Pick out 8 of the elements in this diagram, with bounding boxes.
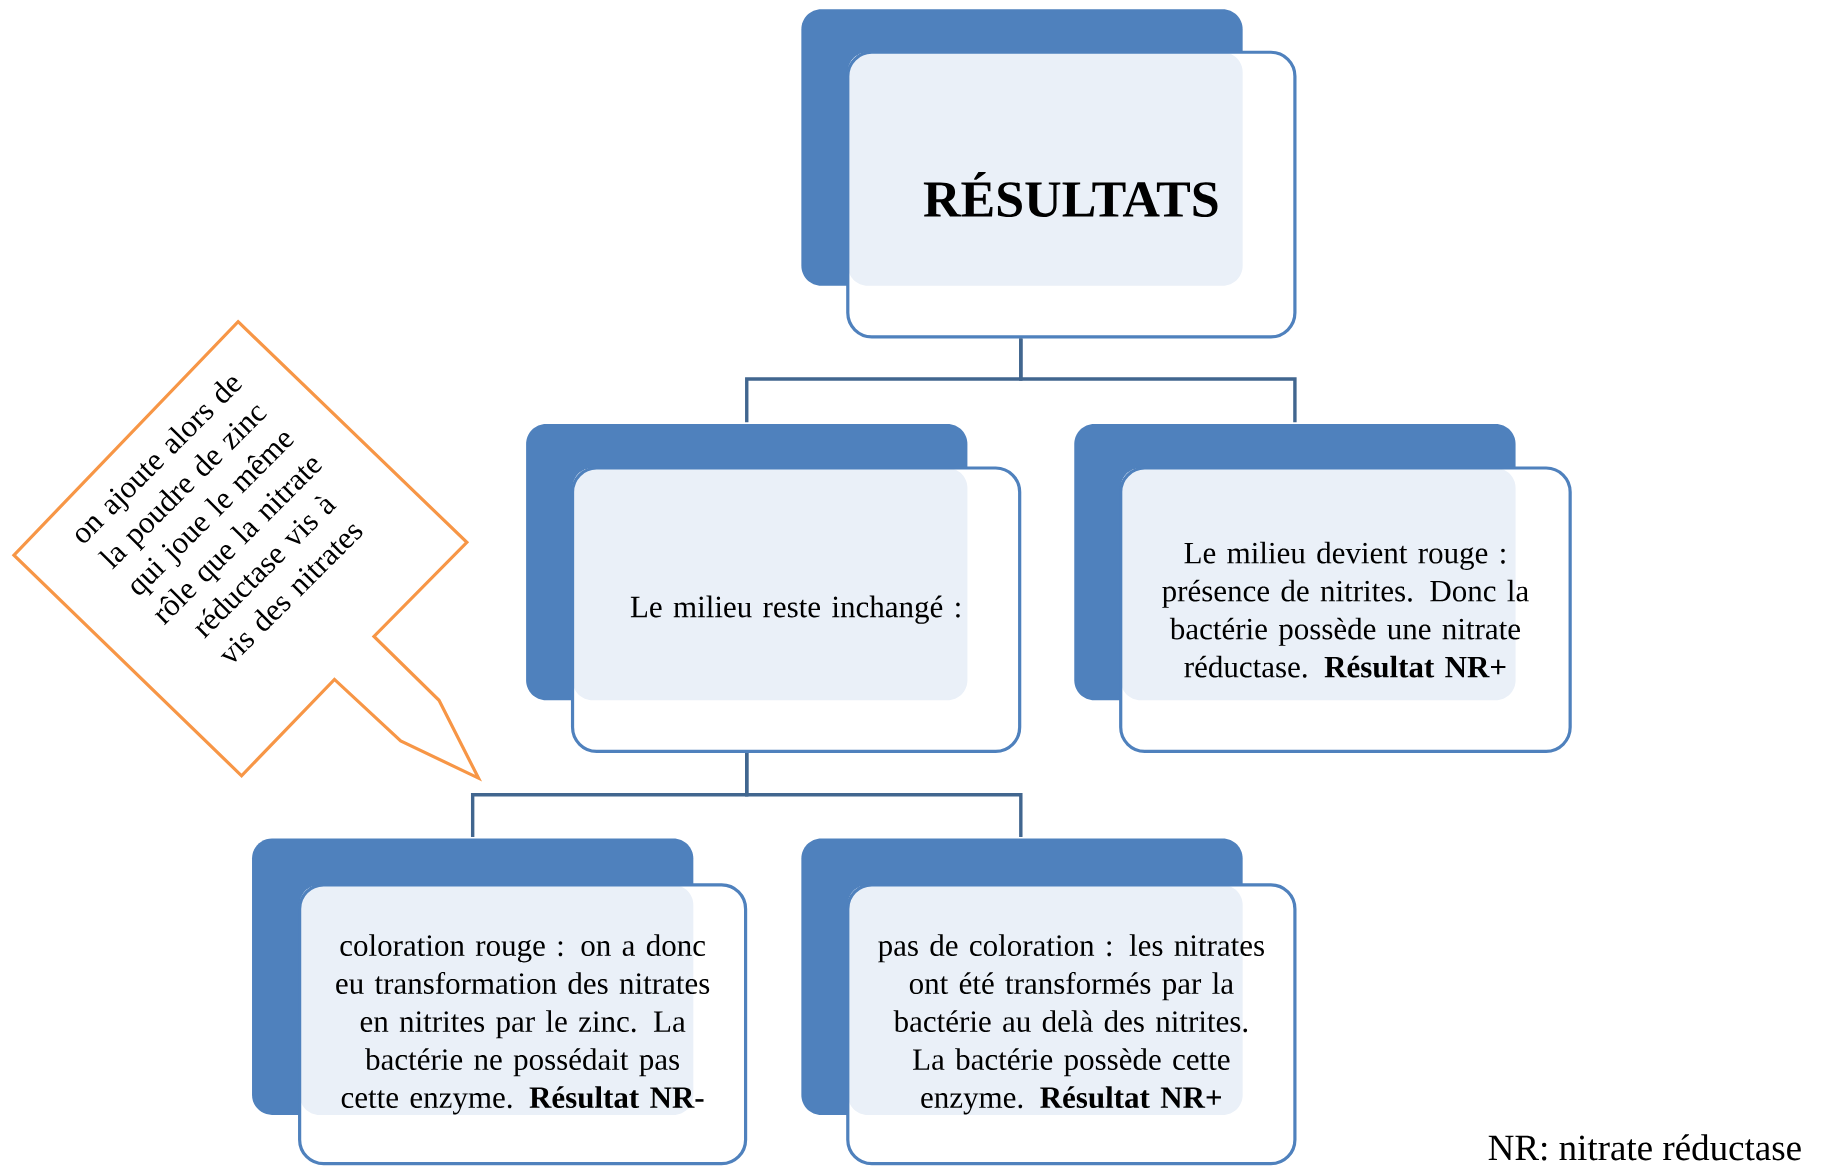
stacked-box: Le milieu devient rouge : présence de nitrites. Donc la bactérie possède une nitrate réductase. Résultat NR+ [1074,423,1572,753]
connector [745,753,1023,837]
stacked-box: coloration rouge : on a donc eu transformation des nitrates en nitrites par le zinc. La bactérie ne possédait pas cette enzyme. Résultat NR- [252,838,748,1166]
stacked-box: Le milieu reste inchangé : [526,423,1022,753]
stacked-box: pas de coloration : les nitrates ont été transformés par la bactérie au delà des nitrites. La bactérie possède cette enzyme. Résultat NR+ [801,838,1297,1166]
note-text: NR: nitrate réductase [1488,1134,1801,1161]
stacked-box: RÉSULTATS [801,9,1297,339]
connector [1019,338,1297,423]
